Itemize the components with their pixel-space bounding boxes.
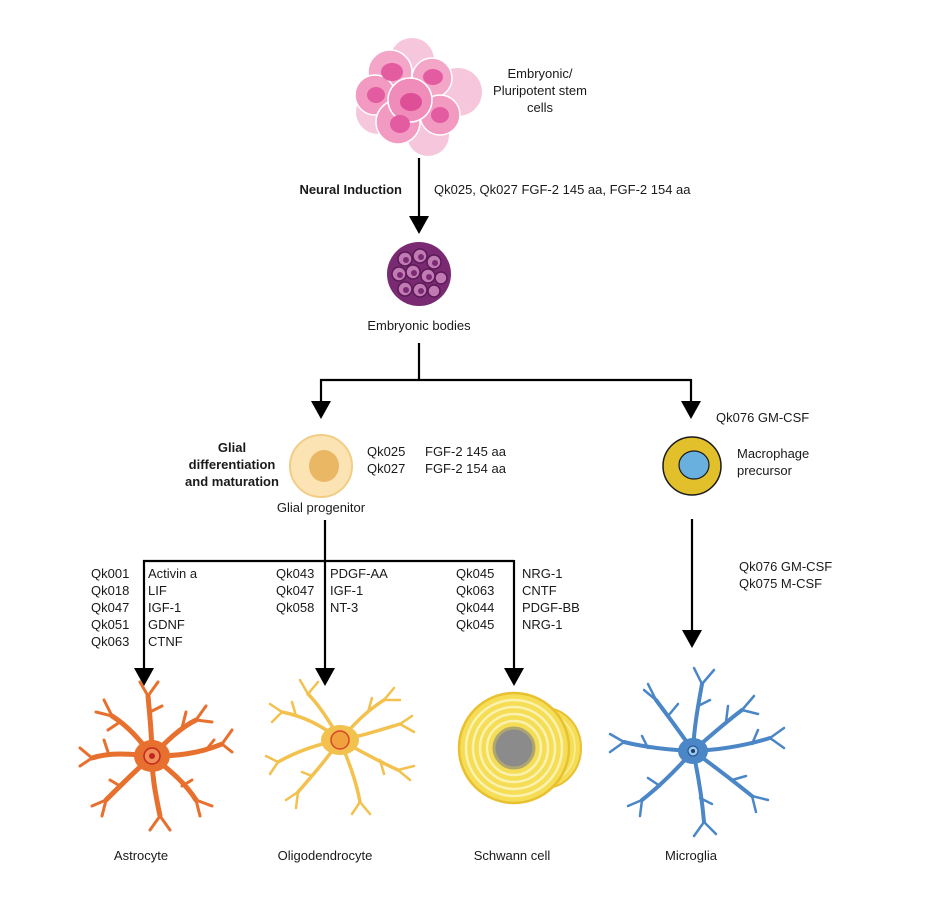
schwann-factor-code: Qk045 (456, 617, 494, 632)
oligodendrocyte-factor-name: NT-3 (330, 600, 358, 615)
stem-cell-cluster-icon (354, 38, 482, 156)
astrocyte-factor-code: Qk018 (91, 583, 129, 598)
astrocyte-factor-list: Qk001 Activin a Qk018 LIF Qk047 IGF-1 Qk… (91, 566, 198, 649)
oligodendrocyte-factor-list: Qk043 PDGF-AA Qk047 IGF-1 Qk058 NT-3 (276, 566, 388, 615)
schwann-factor-name: NRG-1 (522, 617, 562, 632)
astrocyte-factor-code: Qk001 (91, 566, 129, 581)
astrocyte-factor-code: Qk063 (91, 634, 129, 649)
glial-process-line1: Glial (218, 440, 246, 455)
glial-progenitor-label: Glial progenitor (277, 500, 366, 515)
schwann-factor-name: NRG-1 (522, 566, 562, 581)
glial-process-line3: and maturation (185, 474, 279, 489)
astrocyte-factor-name: Activin a (148, 566, 198, 581)
astrocyte-factor-name: GDNF (148, 617, 185, 632)
schwann-factor-list: Qk045 NRG-1 Qk063 CNTF Qk044 PDGF-BB Qk0… (456, 566, 580, 632)
stem-cell-label-line2: Pluripotent stem (493, 83, 587, 98)
oligodendrocyte-factor-name: PDGF-AA (330, 566, 388, 581)
schwann-factor-code: Qk063 (456, 583, 494, 598)
schwann-factor-code: Qk044 (456, 600, 494, 615)
astrocyte-arrowhead (134, 668, 154, 686)
glial-process-line2: differentiation (189, 457, 276, 472)
macrophage-entry-factor: Qk076 GM-CSF (716, 410, 809, 425)
glial-factor-name-1: FGF-2 145 aa (425, 444, 507, 459)
astrocyte-factor-name: CTNF (148, 634, 183, 649)
oligodendrocyte-label: Oligodendrocyte (278, 848, 373, 863)
oligodendrocyte-factor-code: Qk058 (276, 600, 314, 615)
schwann-arrowhead (504, 668, 524, 686)
microglia-factor-2: Qk075 M-CSF (739, 576, 822, 591)
macrophage-precursor-line2: precursor (737, 463, 793, 478)
schwann-factor-name: PDGF-BB (522, 600, 580, 615)
oligodendrocyte-factor-code: Qk047 (276, 583, 314, 598)
oligodendrocyte-factor-code: Qk043 (276, 566, 314, 581)
stem-cell-label-line3: cells (527, 100, 554, 115)
glial-factor-code-2: Qk027 (367, 461, 405, 476)
oligodendrocyte-icon (264, 678, 416, 816)
microglia-label: Microglia (665, 848, 718, 863)
macrophage-to-microglia-arrowhead (682, 630, 702, 648)
schwann-cell-icon (457, 691, 582, 805)
neural-induction-label: Neural Induction (299, 182, 402, 197)
macrophage-precursor-icon (662, 436, 722, 496)
microglia-factor-1: Qk076 GM-CSF (739, 559, 832, 574)
stem-cell-label-line1: Embryonic/ (507, 66, 572, 81)
glial-factor-code-1: Qk025 (367, 444, 405, 459)
glial-branch-arrowhead (311, 401, 331, 419)
macrophage-precursor-line1: Macrophage (737, 446, 809, 461)
schwann-factor-name: CNTF (522, 583, 557, 598)
oligodendrocyte-arrowhead (315, 668, 335, 686)
astrocyte-label: Astrocyte (114, 848, 168, 863)
glial-factor-name-2: FGF-2 154 aa (425, 461, 507, 476)
schwann-label: Schwann cell (474, 848, 551, 863)
arrowhead-neural-induction (409, 216, 429, 234)
neural-induction-factors: Qk025, Qk027 FGF-2 145 aa, FGF-2 154 aa (434, 182, 691, 197)
microglia-body-icon (678, 738, 708, 764)
astrocyte-factor-name: LIF (148, 583, 167, 598)
astrocyte-factor-code: Qk047 (91, 600, 129, 615)
embryonic-bodies-label: Embryonic bodies (367, 318, 471, 333)
glial-progenitor-icon (289, 434, 353, 498)
oligodendrocyte-body-icon (321, 725, 359, 755)
astrocyte-factor-name: IGF-1 (148, 600, 181, 615)
oligodendrocyte-factor-name: IGF-1 (330, 583, 363, 598)
schwann-factor-code: Qk045 (456, 566, 494, 581)
macrophage-branch-arrowhead (681, 401, 701, 419)
astrocyte-body-icon (134, 740, 170, 772)
embryonic-body-icon (387, 242, 451, 306)
astrocyte-factor-code: Qk051 (91, 617, 129, 632)
